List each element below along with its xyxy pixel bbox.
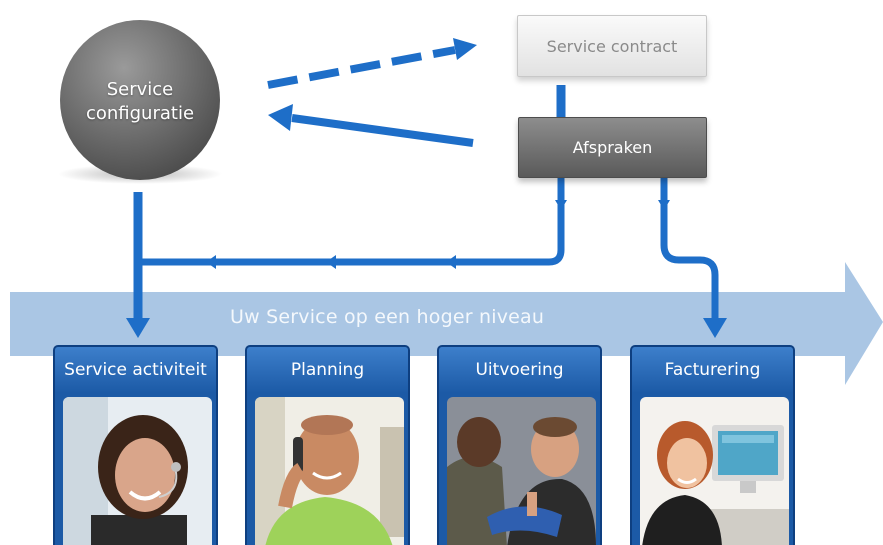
tick-arrow-3: [446, 255, 456, 269]
tick-arrow-5: [658, 200, 670, 210]
service-contract-box: Service contract: [517, 15, 707, 77]
return-arrow-head: [268, 104, 293, 131]
woman-computer-photo: [640, 397, 789, 545]
dashed-arrow-head: [453, 38, 477, 60]
afspraken-box: Afspraken: [518, 117, 707, 178]
man-phone-photo: [255, 397, 404, 545]
afspraken-label: Afspraken: [572, 138, 653, 157]
card-facturering: Facturering: [630, 345, 795, 545]
dashed-arrow-line: [267, 46, 456, 89]
service-configuratie-circle: [60, 20, 220, 180]
return-arrow-line: [291, 114, 474, 147]
tick-arrow-4: [555, 200, 567, 210]
woman-headset-photo: [63, 397, 212, 545]
banner-text: Uw Service op een hoger niveau: [230, 306, 545, 328]
circle-down-arrowhead: [126, 318, 150, 338]
circle-label-line2: configuratie: [85, 103, 195, 124]
tick-arrow-1: [206, 255, 216, 269]
tick-arrow-2: [326, 255, 336, 269]
card-uitvoering: Uitvoering: [437, 345, 602, 545]
card-title: Planning: [247, 347, 408, 393]
card-title: Facturering: [632, 347, 793, 393]
facturering-arrowhead: [703, 318, 727, 338]
technicians-photo: [447, 397, 596, 545]
card-service-activiteit: Service activiteit: [53, 345, 218, 545]
circle-label: Service configuratie: [60, 74, 220, 130]
afspraken-return-path: [138, 176, 565, 266]
service-contract-label: Service contract: [546, 36, 678, 56]
card-title: Uitvoering: [439, 347, 600, 393]
facturering-path: [660, 176, 719, 318]
circle-label-line1: Service: [106, 79, 174, 100]
card-title: Service activiteit: [55, 347, 216, 393]
card-planning: Planning: [245, 345, 410, 545]
